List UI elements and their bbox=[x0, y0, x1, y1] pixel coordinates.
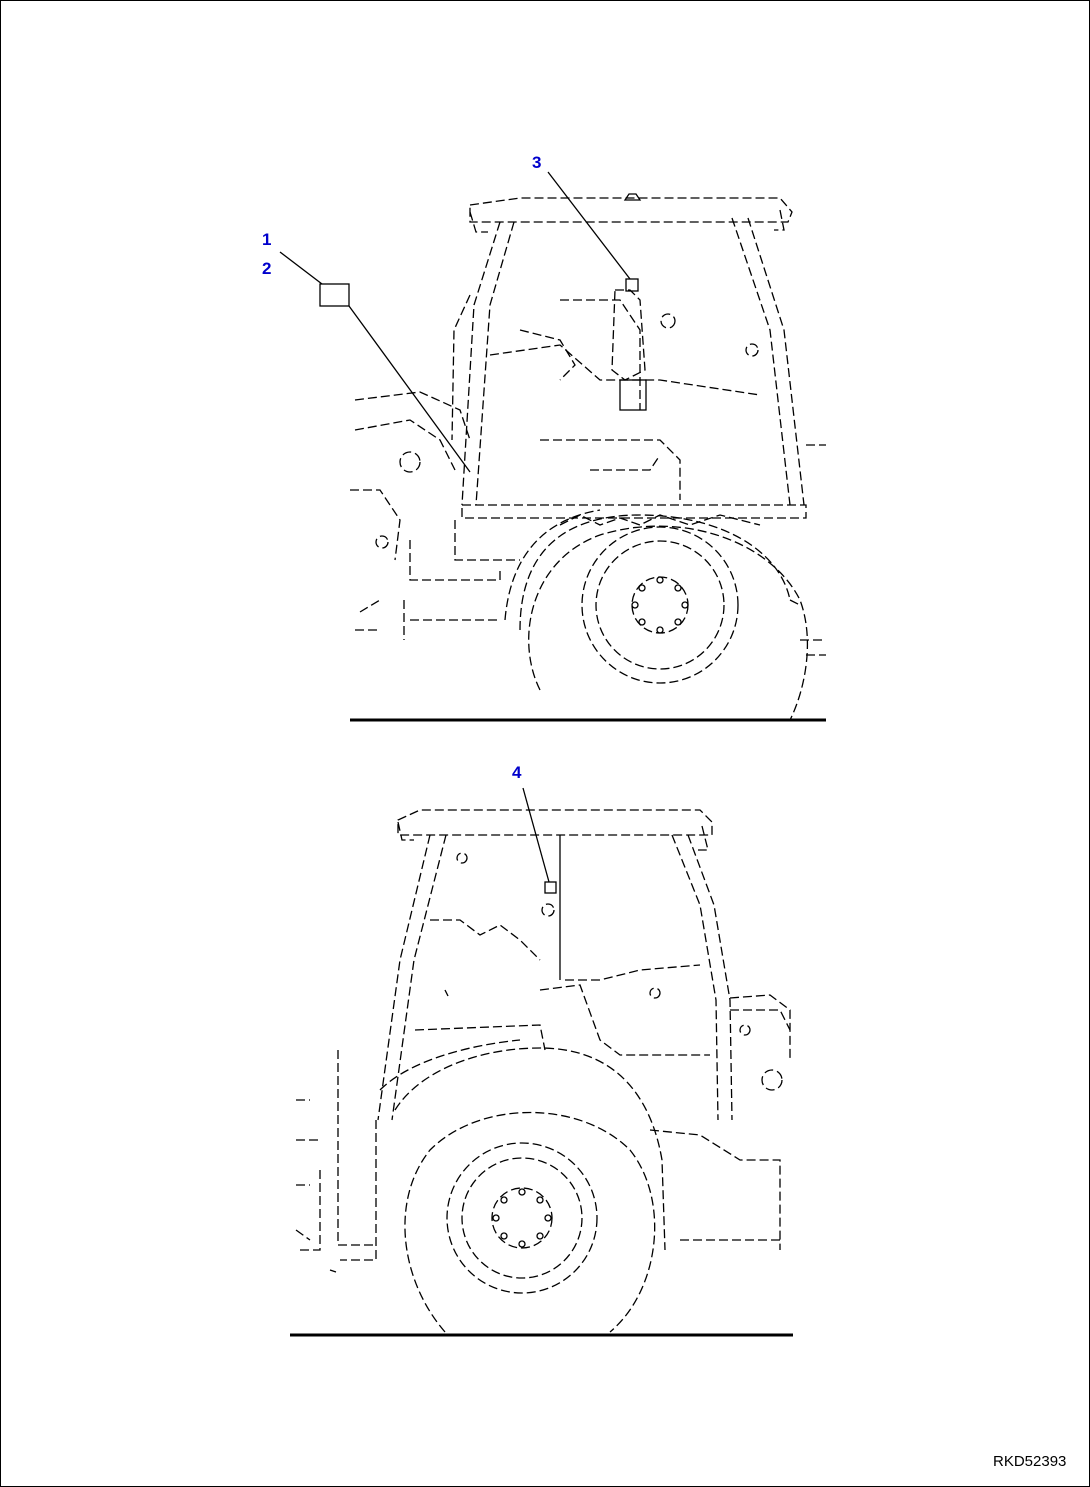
bottom-roof-rear bbox=[698, 825, 709, 851]
bottom-rear-bits bbox=[296, 1099, 320, 1186]
bottom-interior-knob bbox=[456, 852, 468, 864]
top-front-glass bbox=[451, 294, 471, 441]
bottom-console-top bbox=[565, 964, 701, 981]
callout-3: 3 bbox=[532, 153, 541, 172]
bottom-rim-outer bbox=[446, 1142, 598, 1294]
top-seat-back bbox=[611, 289, 646, 381]
callout-2: 2 bbox=[262, 259, 271, 278]
top-front-frame-lower bbox=[403, 600, 500, 640]
top-tire-outer bbox=[528, 525, 809, 721]
top-control-panel bbox=[619, 379, 647, 411]
top-rear-lamp bbox=[745, 343, 759, 357]
top-front-pillar-outer bbox=[461, 221, 501, 506]
top-seat bbox=[560, 299, 641, 410]
top-view-machine bbox=[279, 171, 826, 722]
top-lug-nuts bbox=[631, 576, 689, 634]
top-loader-arm-lower bbox=[354, 419, 456, 471]
top-console-box bbox=[540, 439, 681, 500]
leader-1-2-a bbox=[279, 251, 323, 285]
top-rear-window-knob bbox=[660, 313, 676, 329]
top-roof-front bbox=[469, 211, 488, 233]
top-rim-inner bbox=[595, 540, 725, 670]
bottom-right-pillar-outer bbox=[671, 834, 719, 1121]
bottom-rear-bits-2 bbox=[295, 1229, 337, 1273]
top-roof-beacon bbox=[623, 193, 642, 201]
callout-labels: 1 2 3 4 bbox=[262, 153, 541, 782]
bottom-lug-nuts bbox=[492, 1188, 552, 1248]
leader-3 bbox=[547, 171, 631, 280]
top-rear-pillar-outer bbox=[731, 217, 791, 506]
bottom-fender-top bbox=[379, 1039, 521, 1091]
bottom-rear-plate bbox=[340, 1120, 377, 1261]
callout-4: 4 bbox=[512, 763, 522, 782]
top-cab-roof bbox=[469, 197, 793, 223]
top-front-pillar-inner bbox=[475, 221, 515, 506]
bottom-console-knob bbox=[649, 987, 661, 999]
top-loader-arm-upper bbox=[354, 391, 471, 441]
leader-4 bbox=[522, 787, 550, 883]
bottom-arm-pivot bbox=[761, 1069, 783, 1091]
top-bracket-pin bbox=[375, 535, 389, 549]
top-tire-tread bbox=[559, 514, 761, 526]
top-step bbox=[454, 520, 520, 561]
bottom-right-pillar-inner bbox=[687, 834, 733, 1121]
top-arm-pivot bbox=[399, 451, 421, 473]
bottom-rim-inner bbox=[461, 1157, 583, 1279]
top-rear-bits bbox=[789, 599, 826, 656]
marker-4 bbox=[544, 881, 557, 894]
bottom-small-mark bbox=[444, 989, 449, 997]
bottom-left-pillar-outer bbox=[377, 834, 431, 1121]
marker-3 bbox=[625, 278, 639, 292]
bottom-rear-frame bbox=[337, 1050, 376, 1246]
bottom-front-frame bbox=[649, 1129, 781, 1250]
callout-1: 1 bbox=[262, 230, 271, 249]
bottom-roof-front bbox=[397, 821, 414, 841]
bottom-hub bbox=[491, 1187, 553, 1249]
bottom-arm-pin bbox=[739, 1024, 751, 1036]
top-console-step bbox=[590, 454, 661, 471]
bottom-interior-line bbox=[430, 919, 541, 961]
top-rim-outer bbox=[581, 526, 739, 684]
top-steering bbox=[519, 329, 576, 381]
top-cab-floor bbox=[461, 504, 807, 519]
bottom-floor-mat bbox=[414, 1024, 546, 1051]
marker-1-2 bbox=[319, 283, 350, 307]
bottom-stabilizer bbox=[300, 1170, 321, 1251]
top-rear-pillar-inner bbox=[747, 217, 805, 506]
bottom-view-machine bbox=[290, 787, 793, 1337]
top-front-frame bbox=[409, 540, 501, 581]
bottom-cab-roof bbox=[397, 809, 713, 836]
bottom-interior-knob-2 bbox=[541, 903, 555, 917]
bottom-tire-outer bbox=[404, 1111, 656, 1333]
bottom-loader-arm bbox=[729, 994, 791, 1060]
bottom-fender bbox=[394, 1047, 666, 1251]
bottom-left-pillar-inner bbox=[391, 834, 447, 1121]
top-fender-inner bbox=[504, 509, 601, 621]
top-front-bits bbox=[355, 599, 381, 631]
top-roof-rear bbox=[774, 209, 785, 231]
top-console-line bbox=[489, 344, 761, 396]
leader-1-2-b bbox=[348, 305, 471, 473]
bottom-loader-arm-lower bbox=[730, 1009, 791, 1031]
top-fender bbox=[519, 514, 791, 631]
drawing-code: RKD52393 bbox=[993, 1453, 1066, 1470]
top-front-bracket bbox=[350, 489, 401, 561]
bottom-console bbox=[539, 984, 710, 1056]
